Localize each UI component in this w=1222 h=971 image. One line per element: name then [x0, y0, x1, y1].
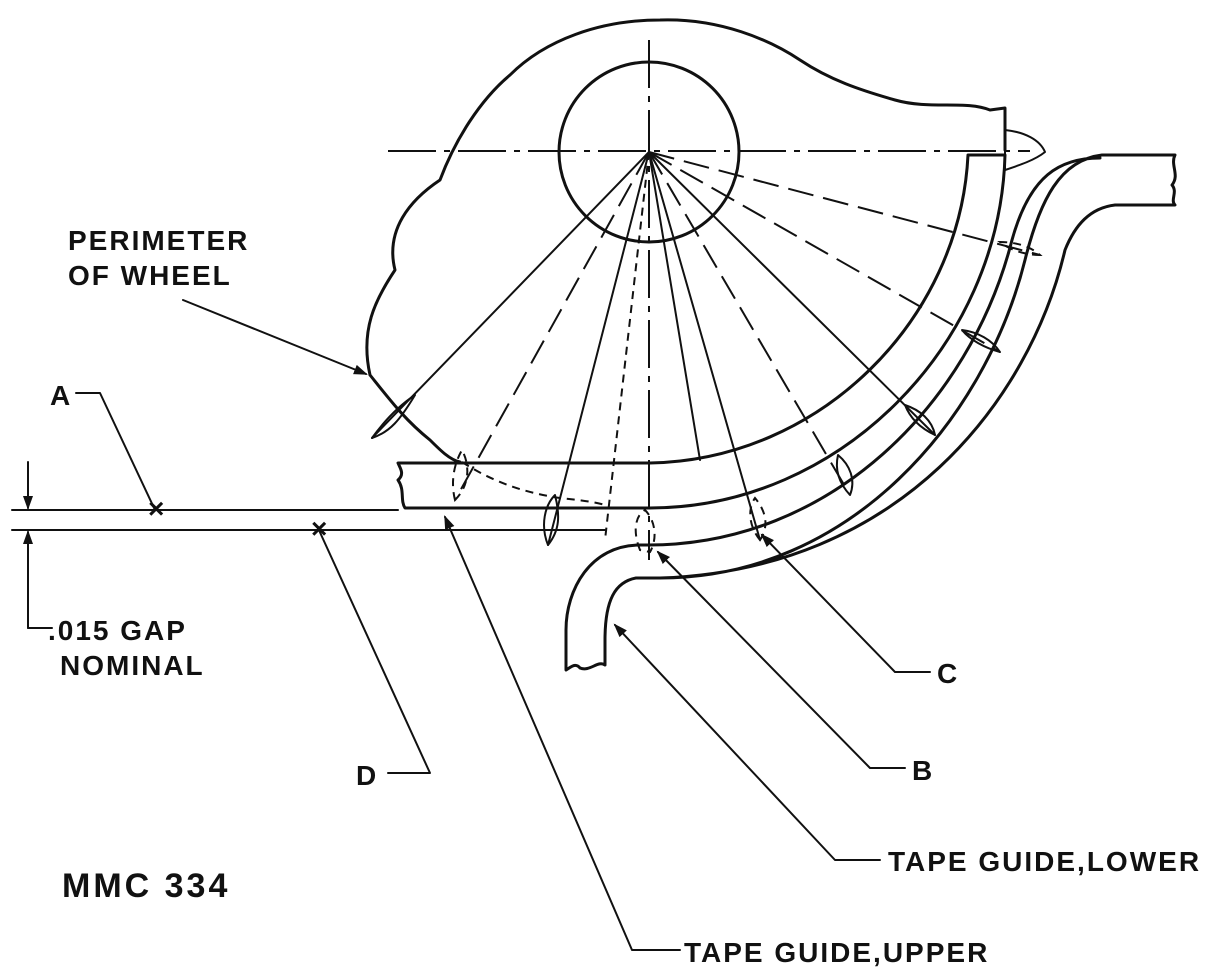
drawing-number: MMC 334 [62, 867, 230, 905]
label-tape-guide-upper: TAPE GUIDE,UPPER [684, 937, 989, 968]
label-a: A [50, 380, 72, 411]
leader-c [760, 533, 931, 673]
label-c: C [937, 658, 959, 689]
leader-tape-upper [444, 515, 681, 951]
radial-lines [371, 151, 1041, 546]
label-perimeter-1: PERIMETER [68, 225, 249, 256]
label-gap-2: NOMINAL [60, 650, 205, 681]
wheel-perimeter [365, 18, 1007, 464]
upper-tape-guide [396, 153, 1007, 510]
label-b: B [912, 755, 934, 786]
label-tape-guide-lower: TAPE GUIDE,LOWER [888, 846, 1201, 877]
svg-text:×: × [148, 493, 166, 524]
lower-tape-guide [564, 153, 1177, 672]
leader-a [75, 392, 156, 511]
leader-d [317, 527, 431, 774]
tape-path [461, 461, 606, 506]
wheel-teeth [371, 129, 1046, 554]
leader-b [656, 550, 906, 769]
label-perimeter-2: OF WHEEL [68, 260, 232, 291]
leader-tape-lower [613, 623, 881, 861]
svg-text:×: × [311, 513, 329, 544]
label-d: D [356, 760, 378, 791]
label-gap-1: .015 GAP [48, 615, 187, 646]
leader-perimeter [182, 299, 368, 375]
